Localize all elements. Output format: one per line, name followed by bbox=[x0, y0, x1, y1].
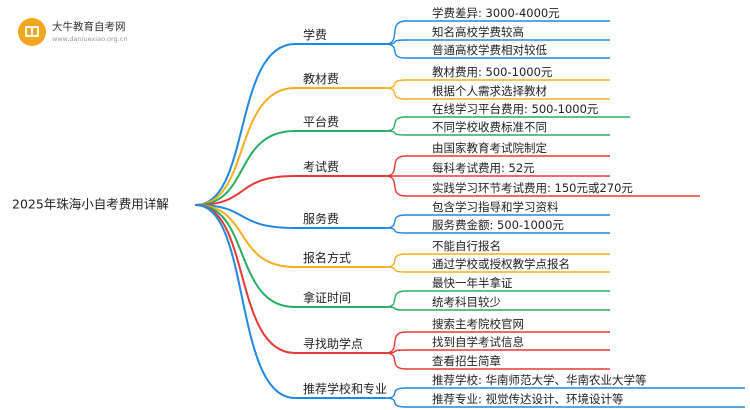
logo-site-url: www.daniuexiao.org.cn bbox=[52, 35, 128, 43]
leaf-label: 搜索主考院校官网 bbox=[432, 317, 524, 331]
branch-label: 教材费 bbox=[303, 71, 339, 86]
leaf-connector bbox=[384, 87, 407, 100]
leaf-connector bbox=[384, 130, 407, 136]
leaf-connector bbox=[384, 352, 407, 370]
leaf-label: 通过学校或授权教学点报名 bbox=[432, 257, 570, 271]
leaf-connector bbox=[384, 79, 407, 89]
leaf-connector bbox=[384, 116, 407, 132]
leaf-connector bbox=[384, 155, 407, 177]
leaf-label: 不同学校收费标准不同 bbox=[432, 120, 547, 134]
leaf-label: 查看招生简章 bbox=[432, 354, 501, 368]
leaf-label: 学费差异: 3000-4000元 bbox=[432, 6, 560, 20]
branch-label: 平台费 bbox=[303, 114, 339, 129]
leaf-label: 由国家教育考试院制定 bbox=[432, 141, 547, 155]
branch-connector bbox=[195, 204, 296, 399]
leaf-label: 统考科目较少 bbox=[432, 295, 501, 309]
branch-connector bbox=[195, 204, 296, 308]
leaf-connector bbox=[384, 266, 407, 273]
site-logo: 大牛教育自考网 www.daniuexiao.org.cn bbox=[10, 12, 190, 52]
root-node-label: 2025年珠海小自考费用详解 bbox=[12, 197, 169, 212]
leaf-label: 包含学习指导和学习资料 bbox=[432, 200, 559, 214]
logo-site-name: 大牛教育自考网 bbox=[52, 21, 126, 33]
branch-label: 服务费 bbox=[303, 211, 339, 226]
leaf-label: 实践学习环节考试费用: 150元或270元 bbox=[432, 181, 633, 195]
leaf-label: 最快一年半拿证 bbox=[432, 276, 513, 290]
leaf-label: 推荐专业: 视觉传达设计、环境设计等 bbox=[432, 392, 624, 406]
branch-connector bbox=[195, 204, 296, 354]
leaf-connector bbox=[384, 397, 407, 408]
leaf-connector bbox=[384, 175, 407, 197]
leaf-label: 找到自学考试信息 bbox=[432, 335, 524, 349]
leaf-connector bbox=[384, 290, 407, 308]
leaf-connector bbox=[384, 387, 407, 399]
connector-layer bbox=[195, 20, 745, 408]
leaf-connector bbox=[384, 39, 407, 45]
leaf-label: 推荐学校: 华南师范大学、华南农业大学等 bbox=[432, 373, 647, 387]
leaf-connector bbox=[384, 306, 407, 311]
leaf-label: 不能自行报名 bbox=[432, 239, 501, 253]
leaf-connector bbox=[384, 253, 407, 268]
leaf-label: 知名高校学费较高 bbox=[432, 25, 524, 39]
branch-connector bbox=[195, 130, 296, 206]
leaf-label: 普通高校学费相对较低 bbox=[432, 43, 547, 57]
leaf-connector bbox=[384, 227, 407, 234]
branch-connector bbox=[195, 175, 296, 206]
book-logo-icon bbox=[18, 18, 46, 46]
branch-label: 寻找助学点 bbox=[303, 336, 363, 351]
leaf-connector bbox=[384, 43, 407, 59]
branch-label: 报名方式 bbox=[303, 250, 351, 265]
branch-connector bbox=[195, 87, 296, 206]
leaf-label: 根据个人需求选择教材 bbox=[432, 84, 547, 98]
branch-connector bbox=[195, 204, 296, 229]
leaf-label: 在线学习平台费用: 500-1000元 bbox=[432, 102, 599, 116]
branch-connector bbox=[195, 204, 296, 268]
node-layer: 2025年珠海小自考费用详解 学费 学费差异: 3000-4000元知名高校学费较高… bbox=[12, 6, 647, 406]
branch-connector bbox=[195, 43, 296, 206]
branch-label: 学费 bbox=[303, 27, 327, 42]
branch-label: 拿证时间 bbox=[303, 290, 351, 305]
branch-label: 推荐学校和专业 bbox=[303, 381, 387, 396]
leaf-label: 每科考试费用: 52元 bbox=[432, 161, 535, 175]
leaf-label: 服务费金额: 500-1000元 bbox=[432, 218, 564, 232]
branch-label: 考试费 bbox=[303, 159, 339, 174]
leaf-connector bbox=[384, 214, 407, 229]
leaf-label: 教材费用: 500-1000元 bbox=[432, 65, 553, 79]
